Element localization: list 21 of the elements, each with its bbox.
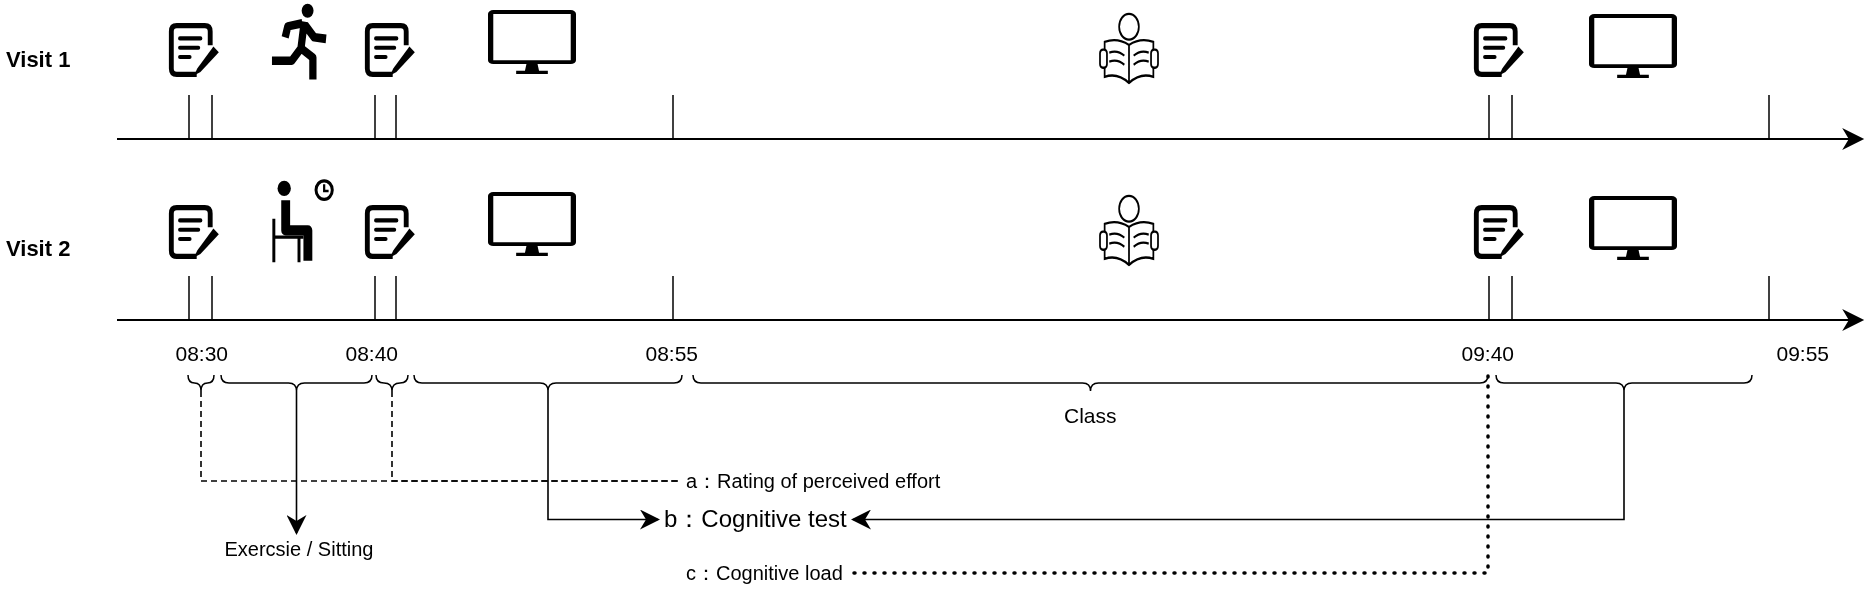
- curly-brace: [376, 375, 408, 391]
- annotation-text: b：Cognitive test: [664, 505, 847, 534]
- annotation-text: a：Rating of perceived effort: [686, 469, 941, 493]
- brace-label: Class: [1064, 403, 1117, 429]
- curly-brace: [221, 375, 372, 391]
- curly-brace: [414, 375, 682, 391]
- connector-arrow: [547, 390, 660, 530]
- row-label: Visit 2: [6, 236, 71, 263]
- connector-arrow: [286, 390, 307, 535]
- connector-line: [391, 390, 681, 482]
- row-label: Visit 1: [6, 47, 71, 74]
- time-label: 09:55: [1776, 341, 1830, 367]
- connector-arrow: [851, 390, 1625, 530]
- time-label: 08:55: [645, 341, 699, 367]
- time-label: 08:30: [175, 341, 229, 367]
- time-label: 09:40: [1461, 341, 1515, 367]
- time-label: 08:40: [345, 341, 399, 367]
- annotation-text: Exercsie / Sitting: [224, 537, 374, 561]
- curly-brace: [1496, 375, 1752, 391]
- curly-brace: [188, 375, 214, 391]
- annotation-text: c：Cognitive load: [686, 561, 843, 585]
